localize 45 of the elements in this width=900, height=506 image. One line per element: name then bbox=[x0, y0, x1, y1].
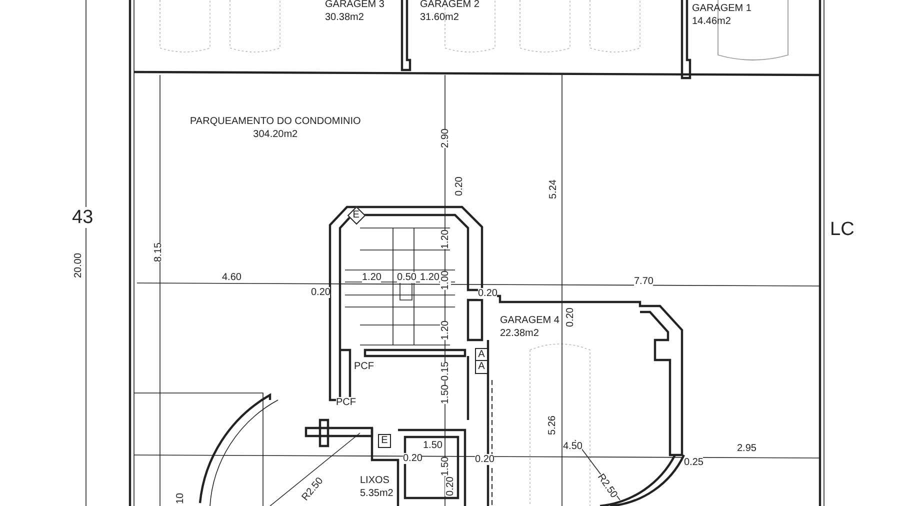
dimension-label: 1.20 bbox=[420, 272, 440, 283]
dimension-label: 0.20 bbox=[445, 476, 456, 496]
dimension-label: 7.70 bbox=[634, 276, 654, 287]
dimension-label: 0.20 bbox=[475, 454, 494, 465]
dimension-label: 1.20 bbox=[440, 230, 451, 249]
wall-number: 43 bbox=[72, 207, 94, 228]
room-name: GARAGEM 4 bbox=[500, 314, 560, 327]
dimension-label: 0.20 bbox=[311, 287, 330, 298]
dimension-label: 1.50 bbox=[440, 456, 451, 476]
dimension-label: 4.60 bbox=[222, 272, 242, 283]
dimension-label: 0.15 bbox=[440, 362, 451, 381]
room-name: GARAGEM 1 bbox=[692, 2, 752, 15]
room-name: PARQUEAMENTO DO CONDOMINIO bbox=[190, 115, 361, 128]
room-name: GARAGEM 2 bbox=[420, 0, 480, 11]
dimension-label: 0.50 bbox=[397, 272, 416, 283]
dimension-label: 0.20 bbox=[478, 288, 498, 299]
dimension-label: 4.50 bbox=[563, 441, 582, 452]
dimension-label: 2.95 bbox=[737, 443, 756, 454]
dimension-label: 1.50 bbox=[423, 440, 442, 451]
dimension-label: 10 bbox=[175, 492, 186, 504]
dimension-label: 20.00 bbox=[73, 252, 84, 278]
area-label: 304.20m2 bbox=[252, 128, 299, 141]
dimension-label: 0.25 bbox=[684, 457, 704, 468]
area-label: 22.38m2 bbox=[500, 327, 540, 340]
dimension-label: 0.20 bbox=[403, 453, 422, 464]
dimension-label: 1.00 bbox=[440, 270, 451, 290]
dimension-label: 5.24 bbox=[548, 180, 559, 199]
plan-symbol: E bbox=[378, 434, 391, 448]
dimension-label: 1.20 bbox=[362, 272, 382, 283]
door-label: PCF bbox=[354, 361, 374, 372]
dimension-label: 5.26 bbox=[547, 416, 558, 435]
plan-symbol: A bbox=[475, 360, 488, 374]
area-label: 30.38m2 bbox=[325, 11, 365, 24]
room-name: LIXOS bbox=[360, 474, 390, 487]
area-label: 31.60m2 bbox=[420, 11, 460, 24]
room-name: GARAGEM 3 bbox=[325, 0, 384, 11]
dimension-label: 2.90 bbox=[440, 128, 451, 148]
dimension-label: 0.20 bbox=[454, 176, 465, 196]
dimension-label: 1.20 bbox=[440, 320, 451, 340]
dimension-label: 1.50 bbox=[440, 384, 451, 404]
dimension-label: 8.15 bbox=[153, 242, 164, 262]
dimension-label: 0.20 bbox=[565, 308, 576, 327]
door-label: PCF bbox=[336, 397, 356, 408]
area-label: 14.46m2 bbox=[692, 15, 732, 28]
area-label: 5.35m2 bbox=[360, 487, 394, 500]
